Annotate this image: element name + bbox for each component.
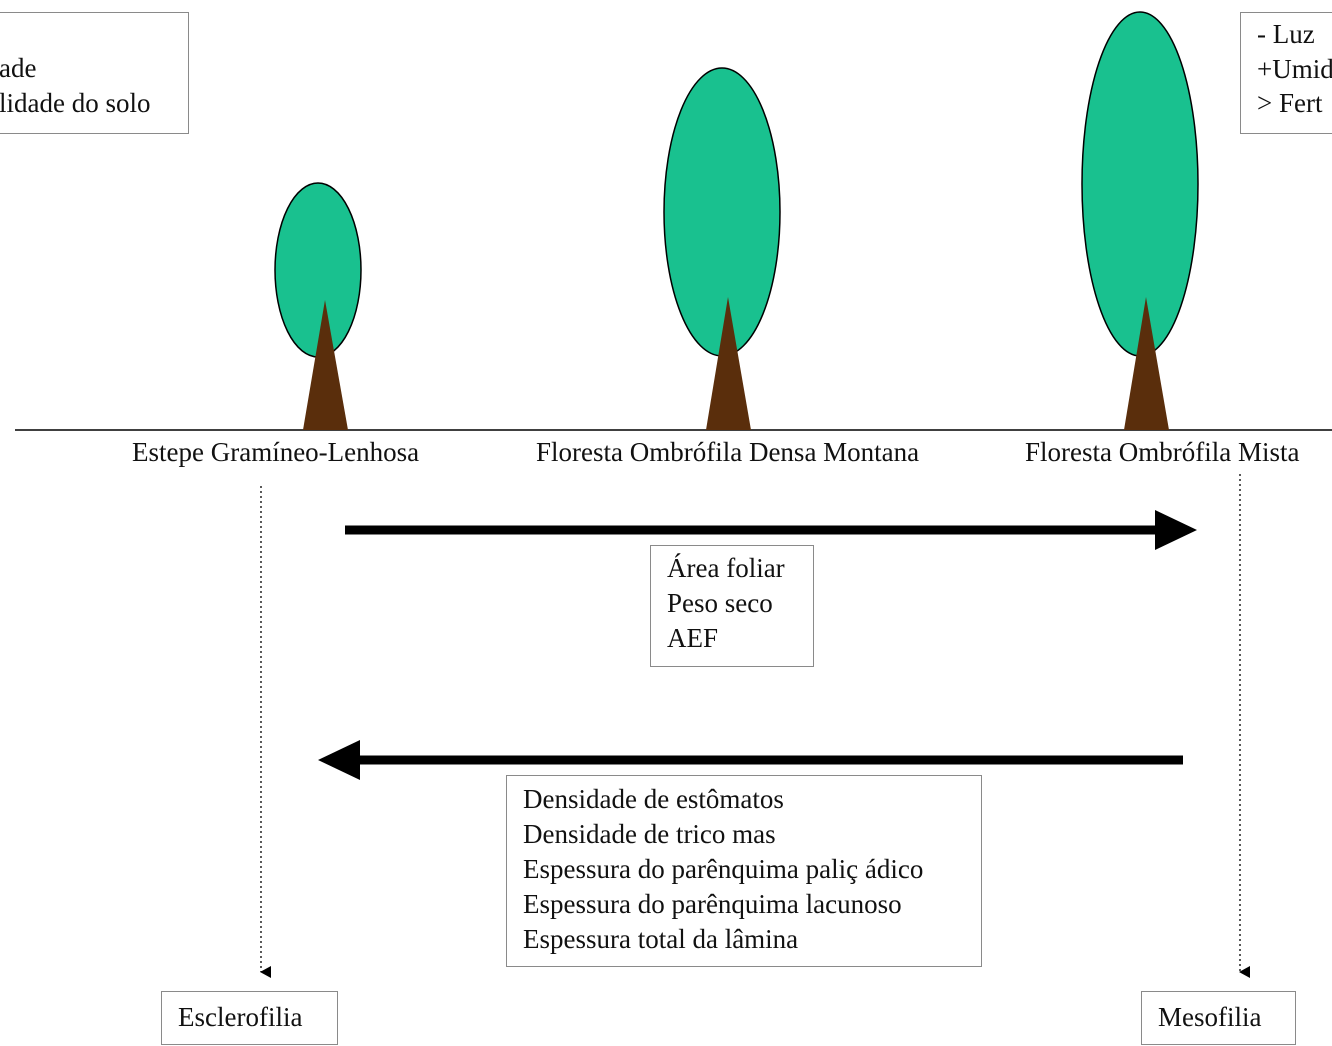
trait-line: Densidade de estômatos <box>523 784 784 814</box>
tree-mista <box>1081 11 1199 430</box>
tree-densa-montana <box>663 67 781 430</box>
trait-line: Espessura total da lâmina <box>523 924 799 954</box>
trait-line: AEF <box>667 623 719 653</box>
trait-line: Peso seco <box>667 588 773 618</box>
condition-line: +Umid <box>1257 53 1332 84</box>
tree-canopy <box>663 67 781 357</box>
tree-trunk <box>1124 297 1169 430</box>
mesofilia-box: Mesofilia <box>1141 991 1296 1045</box>
decrease-arrow <box>318 740 1183 780</box>
condition-line: - Luz <box>1257 19 1315 49</box>
condition-line: lidade do solo <box>0 87 151 118</box>
trait-line: Espessura do parênquima paliç ádico <box>523 854 924 884</box>
endpoint-label: Esclerofilia <box>178 1002 303 1032</box>
endpoint-label: Mesofilia <box>1158 1002 1262 1032</box>
trait-line: Densidade de trico mas <box>523 819 776 849</box>
vegetation-label-estepe: Estepe Gramíneo-Lenhosa <box>132 437 420 467</box>
tree-canopy <box>1081 11 1199 357</box>
trait-line: Espessura do parênquima lacunoso <box>523 889 902 919</box>
trait-line: Área foliar <box>667 553 785 583</box>
right-conditions-box: - Luz +Umid > Fert <box>1240 12 1332 134</box>
tree-canopy <box>274 182 362 358</box>
tree-trunk <box>706 297 751 430</box>
vegetation-label-densa-montana: Floresta Ombrófila Densa Montana <box>536 437 920 467</box>
tree-estepe <box>274 182 362 430</box>
increasing-traits-box: Área foliar Peso seco AEF <box>650 545 814 667</box>
increase-arrow <box>345 510 1197 550</box>
condition-line: > Fert <box>1257 88 1323 118</box>
tree-trunk <box>303 300 348 430</box>
condition-line: ade <box>0 53 37 83</box>
esclerofilia-box: Esclerofilia <box>161 991 338 1045</box>
left-conditions-box: ade lidade do solo <box>0 12 189 134</box>
decreasing-traits-box: Densidade de estômatos Densidade de tric… <box>506 775 982 967</box>
vegetation-label-mista: Floresta Ombrófila Mista <box>1025 437 1300 467</box>
